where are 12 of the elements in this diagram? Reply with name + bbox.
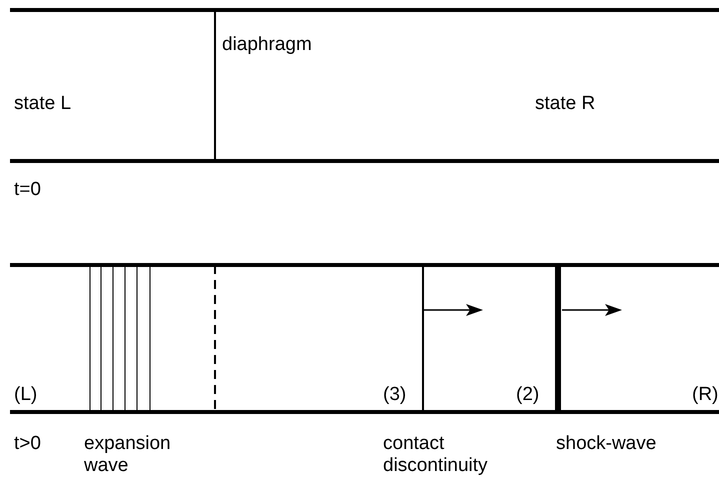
wave-label: contact discontinuity [383,433,489,477]
region-label: (3) [383,384,406,406]
part-label: diaphragm [222,34,312,56]
state-label: state L [14,93,72,115]
region-label: (L) [14,384,38,406]
wave-label: expansion wave [84,433,172,477]
time-label: t>0 [14,433,41,455]
region-label: (2) [516,384,540,406]
wave-label: shock-wave [556,433,656,455]
time-label: t=0 [14,179,41,201]
region-label: (R) [692,384,718,406]
state-label: state R [535,93,596,115]
